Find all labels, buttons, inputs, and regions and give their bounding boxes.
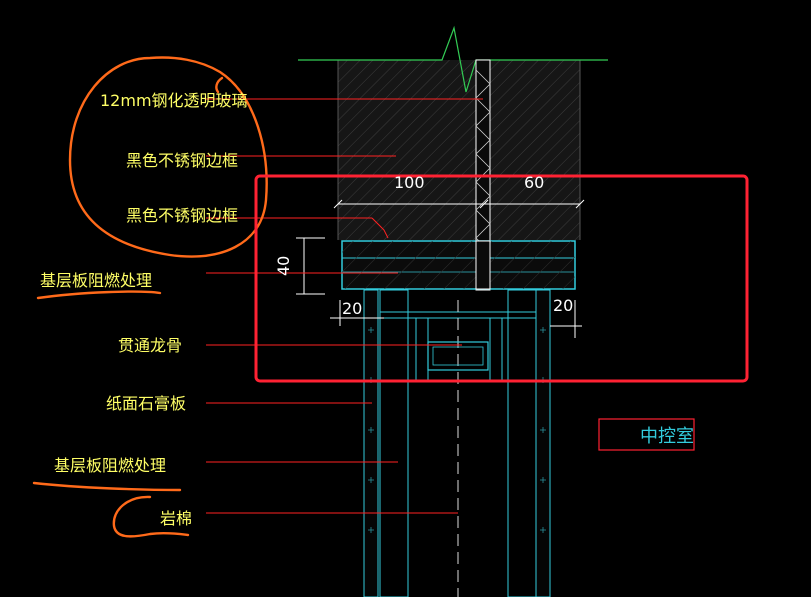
label-wool: 岩棉	[160, 509, 192, 528]
dimension-lines	[296, 199, 585, 338]
dim-20-right: 20	[553, 296, 573, 315]
underline-2	[32, 481, 182, 492]
label-frame-2: 黑色不锈钢边框	[126, 206, 238, 225]
room-label: 中控室	[640, 426, 694, 447]
dim-100: 100	[394, 173, 425, 192]
orange-annotations	[32, 56, 268, 538]
underline-1	[36, 290, 162, 300]
label-fire-1: 基层板阻燃处理	[40, 271, 152, 290]
dim-40: 40	[274, 256, 293, 276]
leader-lines	[206, 98, 483, 514]
concrete-wall	[337, 60, 581, 240]
label-fire-2: 基层板阻燃处理	[54, 456, 166, 475]
base-frame	[341, 240, 576, 290]
label-glass: 12mm钢化透明玻璃	[100, 91, 248, 110]
dim-20-left: 20	[342, 299, 362, 318]
dim-60: 60	[524, 173, 544, 192]
wool-bracket	[112, 495, 190, 538]
room-label-box	[598, 418, 695, 451]
label-gypsum: 纸面石膏板	[106, 394, 186, 413]
label-keel: 贯通龙骨	[118, 336, 182, 355]
circle-annotation	[68, 56, 268, 258]
break-line	[298, 25, 608, 93]
partition-wall	[363, 289, 551, 597]
highlight-box	[254, 174, 749, 383]
label-frame-1: 黑色不锈钢边框	[126, 151, 238, 170]
